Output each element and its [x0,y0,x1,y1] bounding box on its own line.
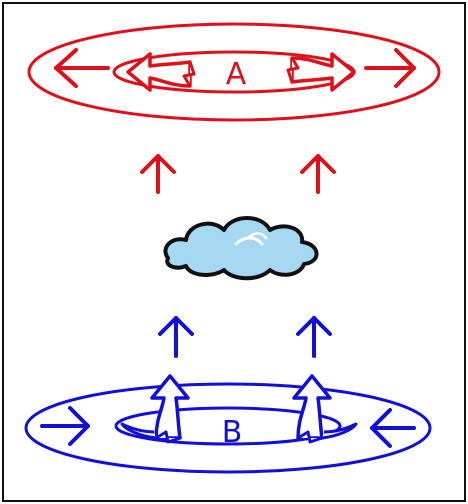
upper-label-a: A [226,57,247,92]
lower-label-b: B [222,415,243,450]
red-up-arrow-right-icon [302,156,334,192]
lower-right-curved-arrow-icon [294,376,356,442]
cloud-icon [165,218,316,278]
left-inflow-arrow-icon [42,408,88,444]
left-outflow-arrow-icon [56,50,108,86]
red-up-arrow-left-icon [142,156,174,192]
right-inflow-arrow-icon [372,410,414,446]
blue-up-arrow-left-icon [160,318,192,356]
right-outflow-arrow-icon [366,50,414,86]
blue-up-arrow-right-icon [298,318,330,356]
